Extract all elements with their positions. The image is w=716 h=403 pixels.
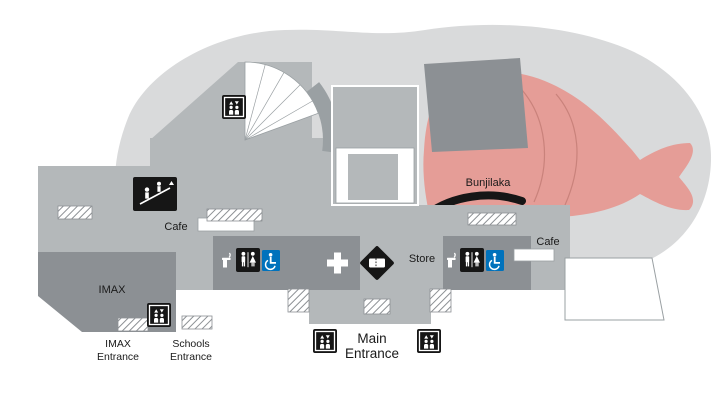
bunjilaka-label: Bunjilaka [466,177,512,189]
first-aid-icon [327,252,348,274]
stairs [206,208,263,222]
amphitheatre-outer-band [306,82,340,154]
main-entrance-label-line2: Entrance [345,346,399,361]
lift-icon [222,95,246,119]
lift-icon [417,329,441,353]
imax-area [38,252,176,332]
lift-icon [147,303,171,327]
stairs [363,298,391,315]
cafe-label-east: Cafe [536,236,559,248]
stairs [429,288,452,313]
bunjilaka-curve-line [521,89,546,203]
touring-hall-block [424,58,528,152]
east-terrace [564,257,665,321]
accessible-toilet-icon [262,250,280,271]
cafe-label-west: Cafe [164,221,187,233]
accessible-toilet-icon [486,250,504,271]
stairs [117,317,149,332]
imax-entrance-label-line2: Entrance [97,351,139,363]
stairs [181,315,213,330]
amphitheatre-radial-lines [244,64,313,141]
cafe-counter-east [513,248,555,262]
stairs [57,205,93,220]
central-hall-inner-block [348,154,398,200]
stairs [287,288,310,313]
escalator-icon [133,177,177,211]
stairs [467,212,517,226]
bunjilaka-curve-line [555,93,578,206]
imax-entrance-label-line1: IMAX [105,338,131,350]
schools-entrance-label-line1: Schools [172,338,209,350]
lift-icon [313,329,337,353]
store-label: Store [409,253,435,265]
imax-label: IMAX [99,284,127,296]
main-entrance-label-line1: Main [357,331,386,346]
schools-entrance-label-line2: Entrance [170,351,212,363]
toilets-icon [236,248,260,272]
toilets-icon [460,248,484,272]
upper-gallery-floor [150,138,332,205]
ticket-icon [360,246,394,280]
amphitheatre-fan [244,61,319,141]
